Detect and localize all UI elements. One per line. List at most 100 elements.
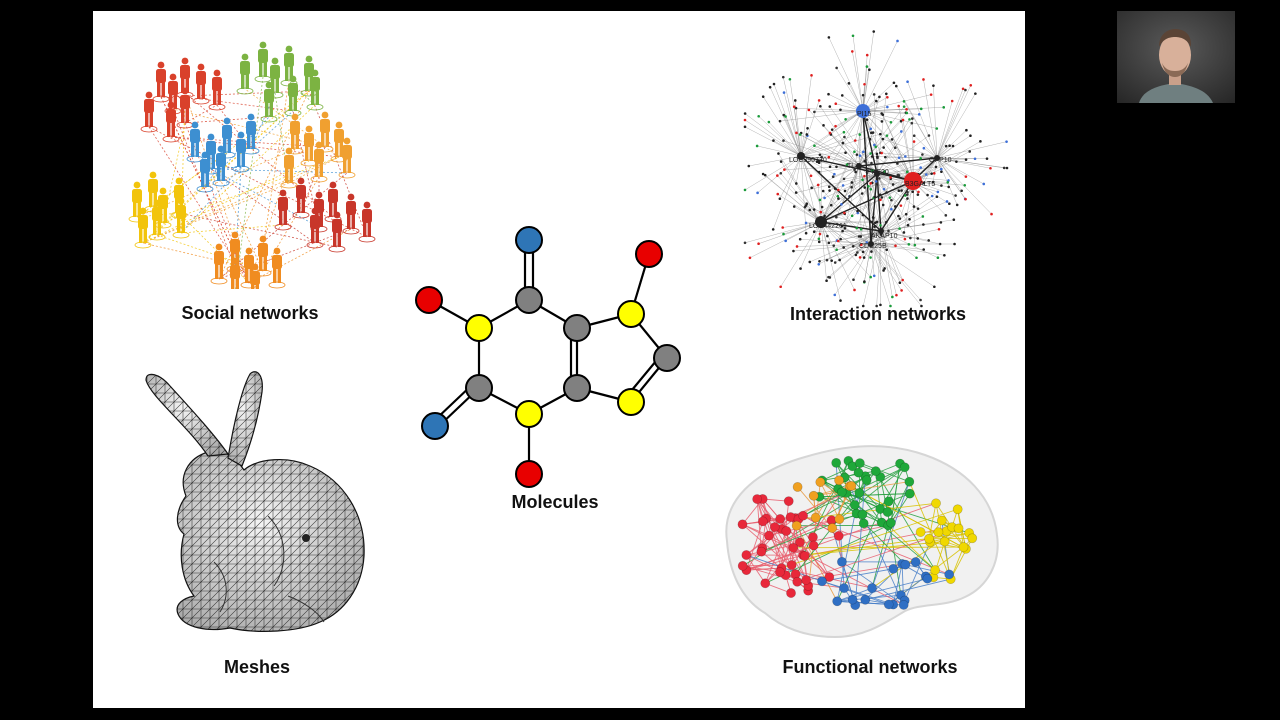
network-node: [947, 185, 950, 189]
network-node: [819, 105, 822, 108]
brain-region-node: [795, 537, 805, 548]
network-node: [867, 185, 870, 188]
network-node: [858, 154, 862, 157]
network-node: [905, 111, 909, 115]
network-node: [798, 133, 802, 136]
network-node: [932, 84, 935, 87]
network-node: [816, 183, 820, 187]
network-node: [936, 190, 940, 194]
network-node: [896, 173, 900, 177]
network-node: [808, 260, 812, 264]
network-node: [982, 182, 986, 186]
bunny-mesh-illustration: [145, 371, 365, 632]
person-figure: [316, 111, 334, 153]
network-node: [861, 250, 865, 254]
brain-region-node: [815, 477, 826, 487]
network-label: LOC390730: [789, 157, 827, 164]
brain-region-node: [846, 480, 857, 491]
network-node: [828, 165, 832, 169]
network-node: [865, 53, 869, 57]
network-node: [837, 188, 840, 192]
network-node: [767, 120, 771, 124]
network-node: [833, 261, 837, 264]
network-node: [812, 230, 816, 234]
network-node: [905, 170, 909, 174]
network-label: LOC442261: [809, 223, 847, 230]
network-node: [782, 91, 786, 94]
network-node: [919, 166, 922, 169]
network-node: [821, 189, 825, 193]
network-node: [853, 288, 856, 292]
brain-region-node: [888, 563, 899, 574]
network-node: [869, 275, 872, 279]
network-node: [865, 65, 869, 68]
network-node: [880, 196, 884, 199]
brain-region-node: [883, 599, 894, 610]
brain-region-node: [786, 588, 796, 598]
network-node: [883, 155, 887, 159]
network-node: [881, 137, 885, 141]
network-hub-node: [856, 163, 862, 169]
brain-region-node: [741, 550, 752, 560]
network-node: [840, 224, 844, 228]
network-node: [899, 130, 903, 133]
network-node: [825, 258, 829, 262]
network-node: [843, 135, 846, 139]
methyl-group: [515, 460, 543, 488]
caption-interaction-networks: Interaction networks: [789, 304, 967, 324]
brain-region-node: [775, 567, 785, 577]
network-node: [772, 139, 775, 142]
network-node: [889, 304, 892, 308]
network-node: [879, 224, 882, 227]
network-node: [807, 108, 811, 112]
network-node: [875, 152, 879, 156]
network-node: [902, 105, 906, 108]
network-node: [826, 234, 829, 238]
network-node: [772, 82, 776, 86]
network-node: [916, 237, 920, 240]
network-node: [912, 134, 916, 138]
network-node: [778, 197, 782, 201]
network-node: [743, 125, 747, 129]
brain-region-node: [788, 542, 799, 553]
person-figure: [330, 121, 348, 163]
network-node: [784, 115, 787, 118]
carbon-atom: [653, 344, 681, 372]
brain-region-node: [760, 578, 771, 589]
network-node: [783, 168, 786, 171]
network-node: [833, 293, 837, 297]
brain-region-node: [808, 532, 818, 542]
network-node: [965, 128, 968, 132]
nitrogen-atom: [515, 400, 543, 428]
person-figure: [186, 121, 204, 163]
network-node: [836, 194, 840, 198]
network-node: [903, 237, 907, 241]
network-node: [812, 208, 816, 211]
carbon-atom: [515, 286, 543, 314]
network-node: [863, 159, 867, 163]
network-node: [951, 144, 955, 148]
network-node: [921, 215, 925, 218]
network-node: [835, 165, 838, 169]
network-node: [830, 259, 833, 262]
network-node: [911, 190, 915, 193]
network-node: [844, 117, 847, 121]
network-node: [935, 127, 939, 130]
network-node: [915, 256, 918, 260]
network-node: [898, 227, 901, 230]
network-node: [896, 39, 899, 43]
network-hub-node: [934, 155, 940, 161]
network-node: [839, 299, 842, 302]
brain-region-node: [786, 560, 797, 570]
network-node: [819, 210, 823, 214]
network-node: [869, 256, 872, 259]
network-node: [888, 196, 892, 199]
network-node: [990, 212, 993, 216]
network-node: [913, 243, 917, 247]
network-node: [805, 133, 809, 136]
network-node: [854, 253, 858, 257]
network-node: [940, 184, 943, 187]
network-node: [931, 180, 935, 184]
network-node: [794, 191, 798, 194]
network-node: [964, 175, 968, 178]
